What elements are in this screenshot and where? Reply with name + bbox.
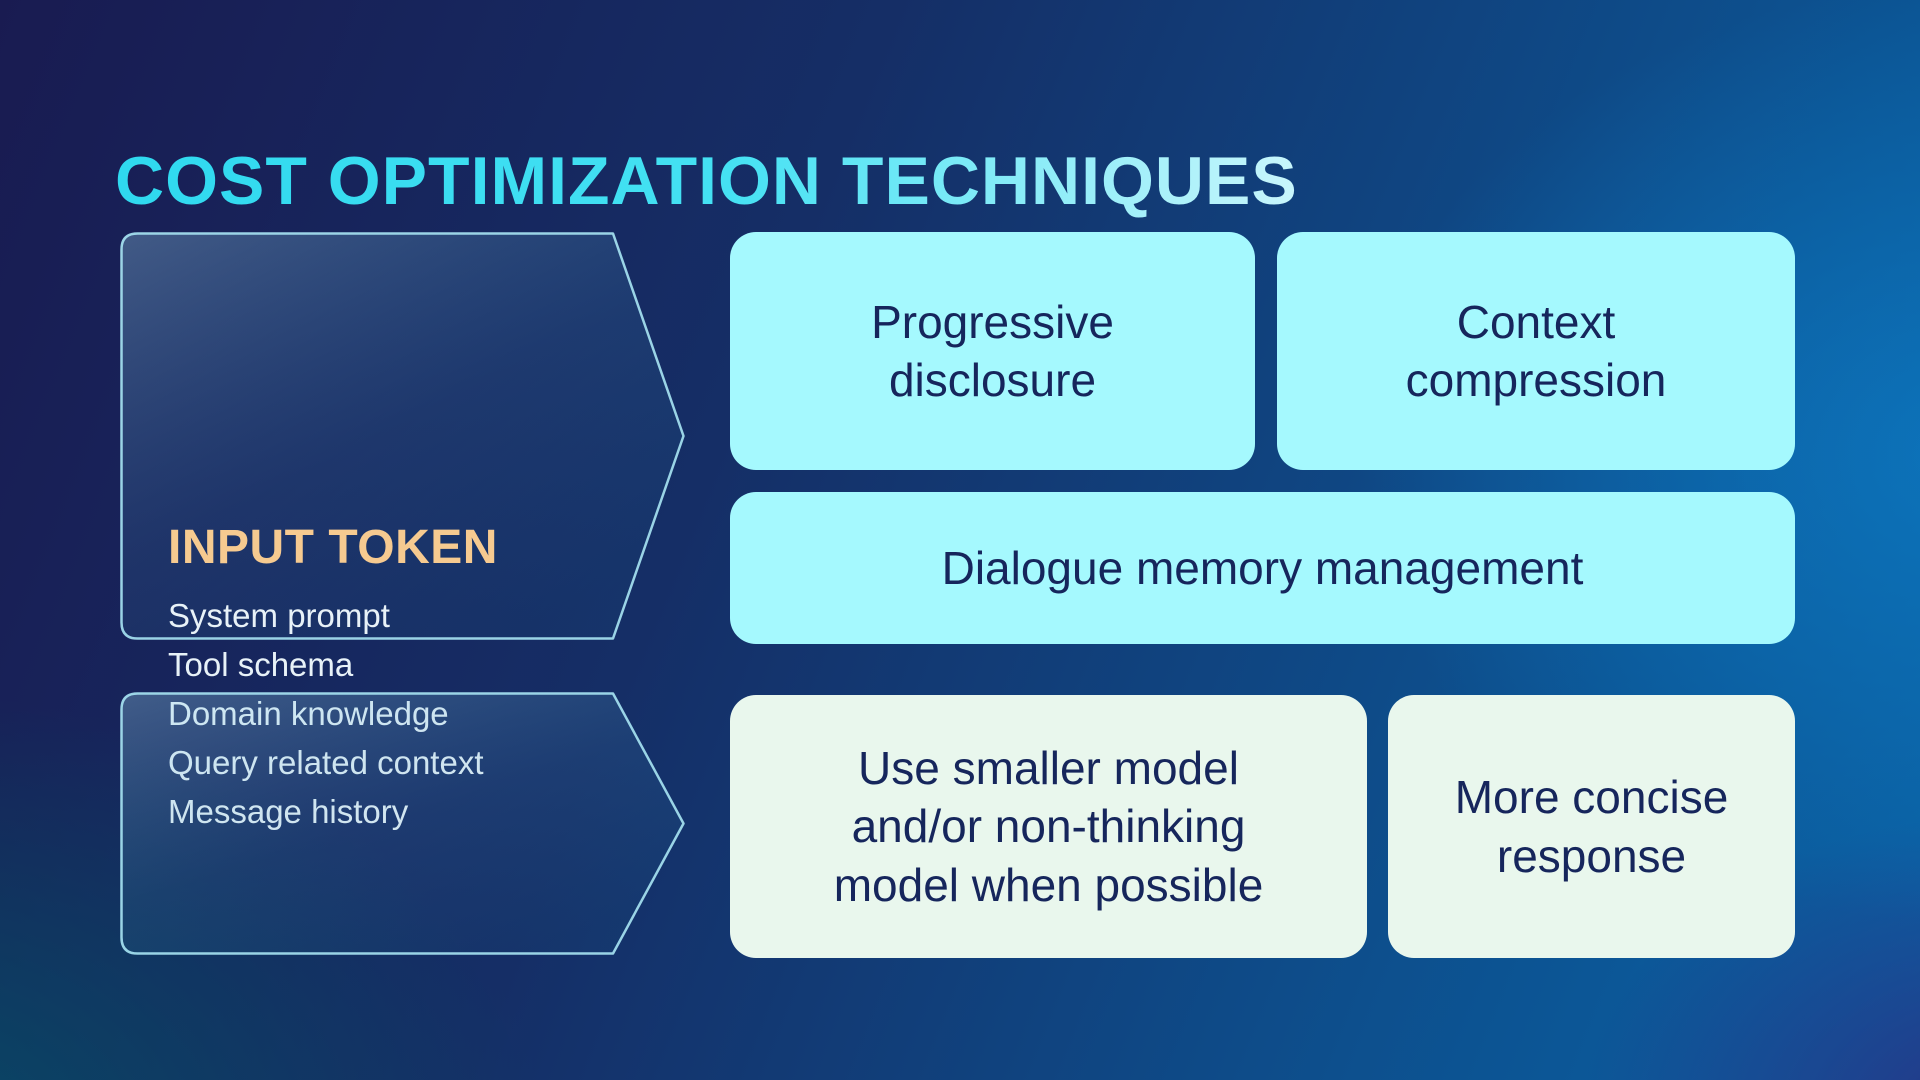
- list-item: Tool schema: [168, 646, 354, 683]
- input-token-card: INPUT TOKEN System prompt Tool schema Do…: [120, 232, 685, 830]
- input-token-heading: INPUT TOKEN: [168, 521, 498, 574]
- technique-label: Context compression: [1405, 295, 1667, 406]
- technique-label: Progressive disclosure: [871, 295, 1114, 406]
- technique-box-use-smaller-model: Use smaller model and/or non-thinking mo…: [730, 695, 1367, 958]
- technique-label: Use smaller model and/or non-thinking mo…: [833, 741, 1264, 911]
- technique-box-progressive-disclosure: Progressive disclosure: [730, 232, 1255, 470]
- technique-label: Dialogue memory management: [941, 541, 1584, 594]
- technique-box-more-concise-response: More concise response: [1388, 695, 1795, 958]
- list-item: System prompt: [168, 597, 390, 634]
- page-title: COST OPTIMIZATION TECHNIQUES: [115, 142, 1298, 219]
- technique-label: More concise response: [1454, 771, 1729, 882]
- output-token-card: OUTPUT TOKEN Reasoning token Response to…: [120, 692, 685, 955]
- technique-box-dialogue-memory-management: Dialogue memory management: [730, 492, 1795, 644]
- output-arrow-shape: [120, 692, 685, 955]
- technique-box-context-compression: Context compression: [1277, 232, 1795, 470]
- input-arrow-shape: [120, 232, 685, 640]
